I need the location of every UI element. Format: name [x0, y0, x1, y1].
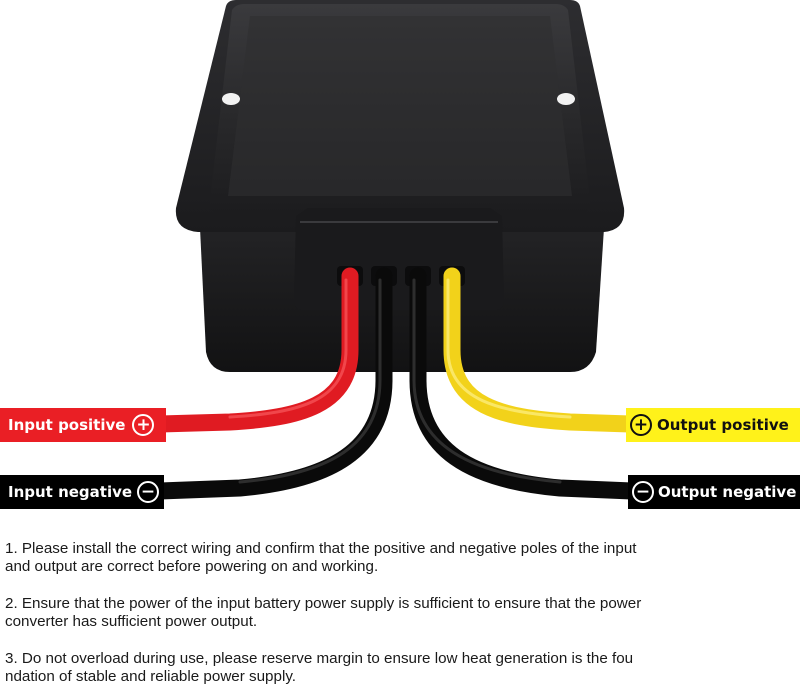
input-negative-label: Input negative −	[0, 475, 164, 509]
output-negative-text: Output negative	[658, 483, 797, 501]
output-positive-label: + Output positive	[626, 408, 800, 442]
output-positive-wire	[443, 267, 639, 433]
input-negative-text: Input negative	[8, 483, 133, 501]
note-2: 2. Ensure that the power of the input ba…	[5, 595, 642, 630]
mounting-hole-right	[557, 93, 575, 105]
note-3: 3. Do not overload during use, please re…	[5, 650, 634, 685]
installation-notes: 1. Please install the correct wiring and…	[5, 540, 800, 694]
input-positive-text: Input positive	[8, 416, 126, 434]
minus-circle-icon: −	[632, 481, 654, 503]
output-positive-text: Output positive	[657, 416, 789, 434]
mounting-hole-left	[222, 93, 240, 105]
input-positive-label: Input positive +	[0, 408, 166, 442]
note-1: 1. Please install the correct wiring and…	[5, 540, 637, 575]
input-negative-wire	[151, 267, 393, 500]
housing-body	[175, 0, 625, 372]
output-negative-wire	[409, 267, 641, 500]
plus-circle-icon: +	[132, 414, 155, 436]
output-negative-label: − Output negative	[628, 475, 800, 509]
input-positive-wire	[151, 267, 359, 433]
minus-circle-icon: −	[137, 481, 160, 503]
plus-circle-icon: +	[630, 414, 652, 436]
power-converter-illustration	[151, 0, 641, 500]
